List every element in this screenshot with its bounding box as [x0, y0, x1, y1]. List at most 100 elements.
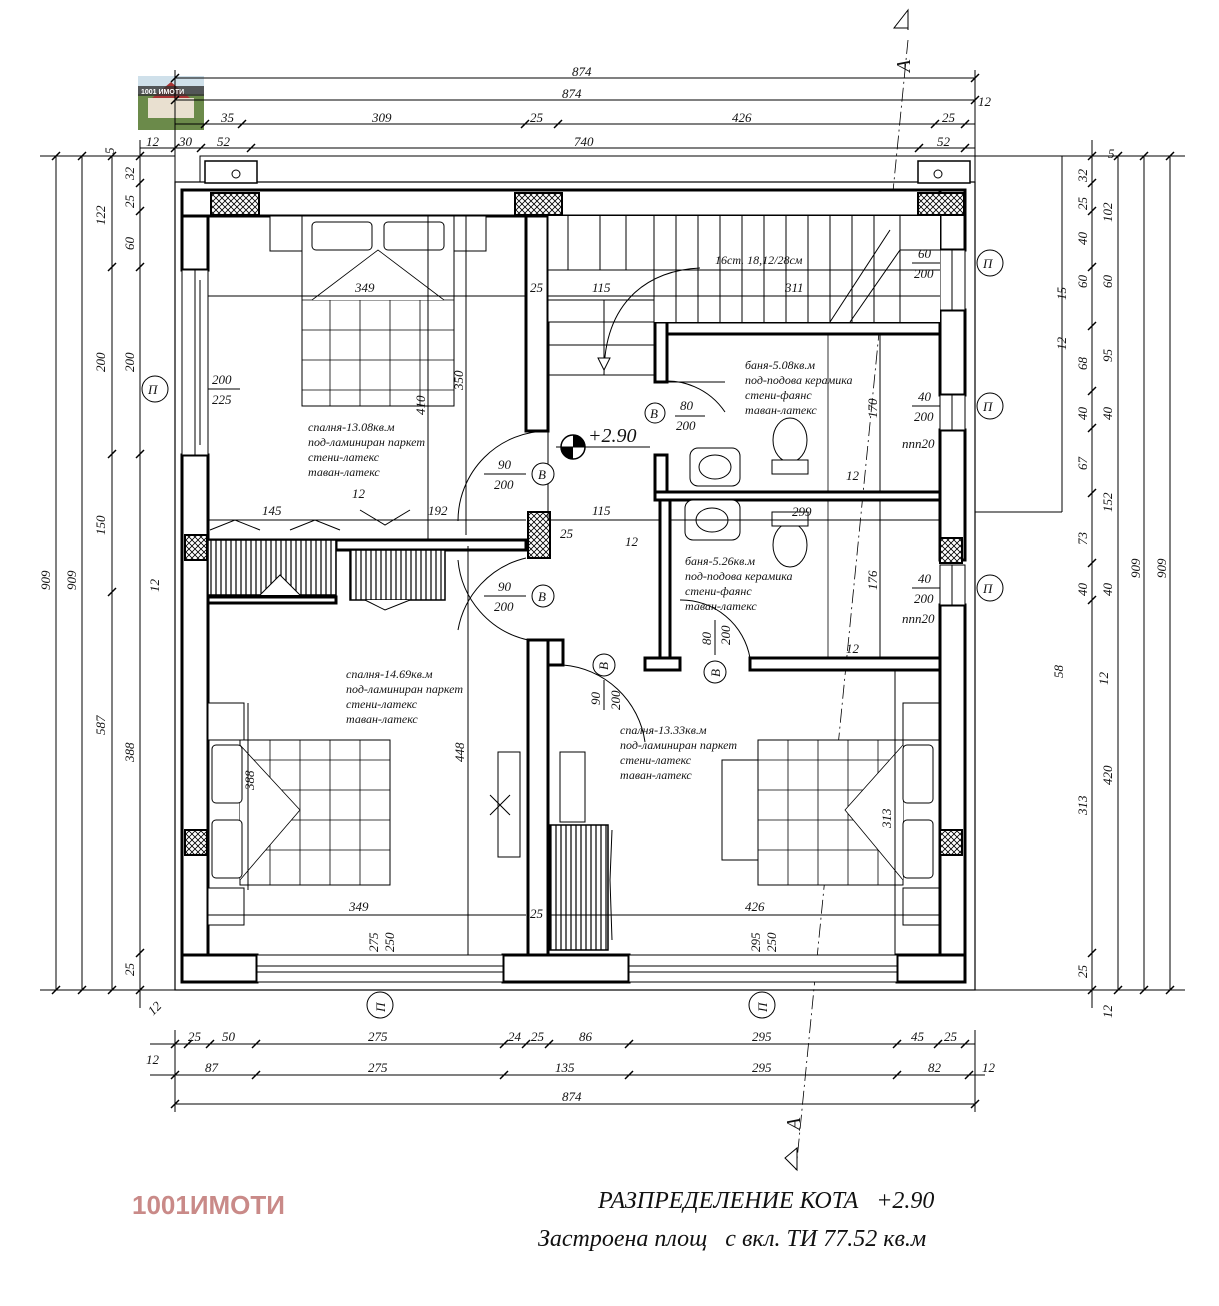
room-3-line-3: стени-фаянс [685, 584, 752, 598]
room-4-line-1: спалня-14.69кв.м [346, 667, 433, 681]
room-2-line-4: таван-латекс [745, 403, 817, 417]
door-tag-4: В 90 200 [588, 653, 623, 710]
dim-bottom-135: 135 [555, 1060, 575, 1075]
dim-int-350: 350 [451, 370, 466, 391]
room-2-line-1: баня-5.08кв.м [745, 358, 815, 372]
door-2-w: 90 [498, 457, 512, 472]
room-1-line-2: под-ламиниран паркет [308, 435, 425, 449]
dim-bottom-50: 50 [222, 1029, 236, 1044]
dim-int-299: 299 [792, 504, 812, 519]
dim-int-313: 313 [879, 808, 894, 829]
dim-bottom-295b: 295 [752, 1060, 772, 1075]
room-bedroom-2: спалня-14.69кв.м под-ламиниран паркет ст… [346, 667, 463, 726]
dim-right-12a: 12 [1054, 337, 1069, 351]
dim-right-15: 15 [1054, 287, 1069, 301]
level-marker-text: +2.90 [588, 425, 637, 447]
dim-bottom-45: 45 [911, 1029, 925, 1044]
dim-left-12b: 12 [145, 998, 165, 1018]
dim-int-115b: 115 [592, 503, 611, 518]
dim-int-349b: 349 [348, 899, 369, 914]
room-5-line-2: под-ламиниран паркет [620, 738, 737, 752]
window-3-w: 40 [918, 389, 932, 404]
room-bedroom-1: спалня-13.08кв.м под-ламиниран паркет ст… [308, 420, 425, 479]
dim-right-60b: 60 [1100, 275, 1115, 289]
section-mark-bottom: А [783, 1117, 805, 1132]
window-tag-3: П 40 200 ппп20 [902, 389, 1004, 451]
dim-left-5: 5 [102, 147, 117, 154]
dim-int-12d: 12 [846, 468, 860, 483]
dim-bottom-275a: 275 [368, 1029, 388, 1044]
door-2-type: В [538, 467, 546, 482]
dim-int-176: 176 [865, 570, 880, 590]
dim-bottom-295a: 295 [752, 1029, 772, 1044]
right-dimensions: 5 32 25 102 40 60 60 95 40 40 67 152 73 … [975, 140, 1185, 1018]
staircase: 16ст. 18,12/28см [547, 216, 940, 376]
dim-top-52a: 52 [217, 134, 231, 149]
window-6-type: П [755, 1001, 770, 1013]
room-3-line-2: под-подова керамика [685, 569, 793, 583]
dim-int-311: 311 [784, 280, 804, 295]
door-3-w: 90 [498, 579, 512, 594]
dim-right-40b: 40 [1075, 407, 1090, 421]
window-tag-2: П 200 225 [141, 372, 240, 407]
dim-bottom-12a: 12 [146, 1052, 160, 1067]
window-1-w: 60 [918, 246, 932, 261]
dim-right-32: 32 [1075, 169, 1090, 184]
dim-left-587: 587 [93, 715, 108, 735]
room-4-line-4: таван-латекс [346, 712, 418, 726]
window-tag-5: П [366, 991, 394, 1019]
bottom-dimensions: 25 50 275 24 25 86 295 45 25 12 87 275 1… [146, 1029, 996, 1112]
door-1-type: В [650, 406, 658, 421]
dim-right-67: 67 [1075, 457, 1090, 471]
dim-int-426: 426 [745, 899, 765, 914]
dim-int-448: 448 [452, 742, 467, 762]
dim-right-60: 60 [1075, 275, 1090, 289]
dim-right-420: 420 [1100, 765, 1115, 785]
door-1-h: 200 [676, 418, 696, 433]
left-dimensions: 909 909 122 200 150 587 12 5 32 25 60 20… [38, 140, 175, 1018]
door-tag-3: В 90 200 [484, 579, 555, 614]
dim-right-40d: 40 [1075, 583, 1090, 597]
window-4-note: ппп20 [902, 611, 935, 626]
door-5-h: 200 [718, 625, 733, 645]
dim-bottom-24: 24 [508, 1029, 522, 1044]
room-2-line-3: стени-фаянс [745, 388, 812, 402]
dim-right-909a: 909 [1128, 558, 1143, 578]
door-tag-5: В 80 200 [699, 620, 733, 684]
level-marker: +2.90 [556, 425, 650, 460]
dim-right-5: 5 [1108, 146, 1115, 161]
dim-top-35: 35 [220, 110, 235, 125]
dim-bottom-25a: 25 [188, 1029, 202, 1044]
dim-top-25b: 25 [942, 110, 956, 125]
dim-int-349a: 349 [354, 280, 375, 295]
door-4-w: 90 [588, 692, 603, 706]
door-1-w: 80 [680, 398, 694, 413]
door-swings [457, 380, 751, 743]
dim-top-740: 740 [574, 134, 594, 149]
dim-int-25b: 25 [560, 526, 574, 541]
window-2-h: 225 [212, 392, 232, 407]
door-5-type: В [708, 669, 723, 677]
room-labels: спалня-13.08кв.м под-ламиниран паркет ст… [308, 358, 853, 782]
window-tag-4: П 40 200 ппп20 [902, 571, 1004, 626]
dim-right-25b: 25 [1075, 965, 1090, 979]
dim-left-60: 60 [122, 237, 137, 251]
logo-text: 1001 ИМОТИ [141, 89, 184, 96]
door-tag-2: В 90 200 [484, 457, 555, 492]
window-3-note: ппп20 [902, 436, 935, 451]
window-2-type: П [147, 382, 159, 397]
dim-right-95: 95 [1100, 349, 1115, 363]
dim-right-25a: 25 [1075, 197, 1090, 211]
dim-top-12: 12 [978, 94, 992, 109]
dim-top-52b: 52 [937, 134, 951, 149]
dim-int-145: 145 [262, 503, 282, 518]
dim-bottom-82: 82 [928, 1060, 942, 1075]
door-3-type: В [538, 589, 546, 604]
room-4-line-3: стени-латекс [346, 697, 418, 711]
dim-int-25a: 25 [530, 280, 544, 295]
room-5-line-3: стени-латекс [620, 753, 692, 767]
dim-left-32: 32 [122, 167, 137, 182]
dim-left-909b: 909 [64, 570, 79, 590]
dim-top-overall-1: 874 [572, 64, 592, 79]
door-5-w: 80 [699, 632, 714, 646]
